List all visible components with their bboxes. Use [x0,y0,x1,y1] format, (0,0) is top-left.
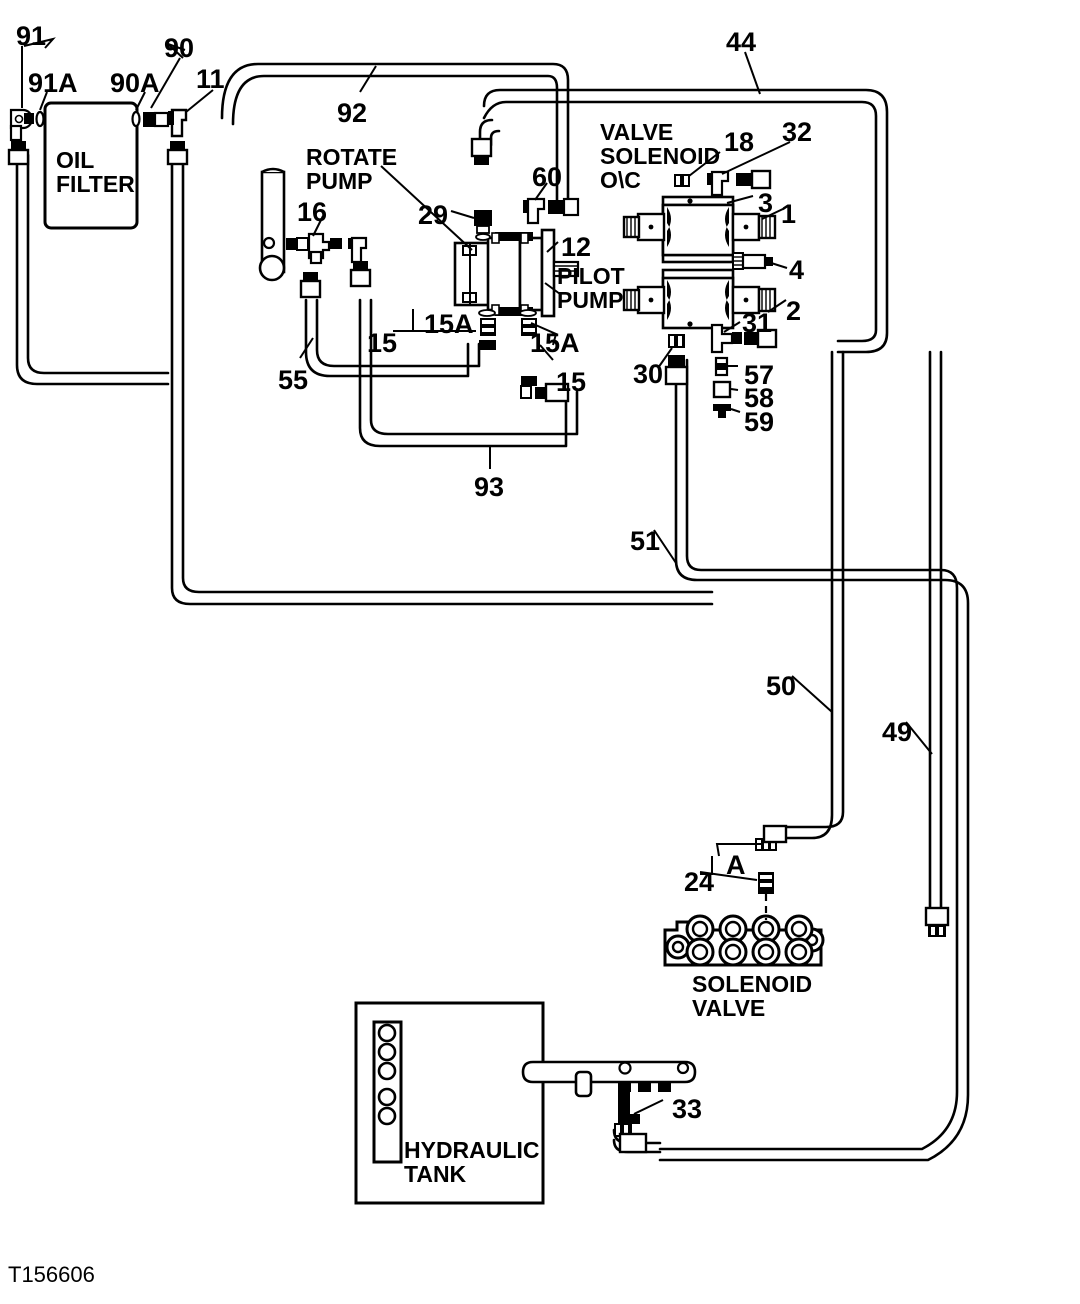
callout-91a: 91A [28,68,78,98]
hose-60-stub-inner [489,129,501,147]
fitting-16-tee [286,232,342,299]
callout-15: 15 [556,367,587,397]
drawing-number: T156606 [8,1262,95,1287]
callout-31: 31 [742,308,773,338]
hose-92-outer [220,62,570,207]
callout-30: 30 [633,359,664,389]
hose-55-inner [315,298,481,368]
callout-16: 16 [297,197,328,227]
tank-suction-manifold [521,1060,697,1154]
callout-55: 55 [278,365,309,395]
hose-50-outer [784,350,834,840]
callout-50: 50 [766,671,797,701]
hydraulic-tank-body [354,1001,545,1205]
callout-49: 49 [882,717,913,747]
callout-59: 59 [744,407,775,437]
hose-92-inner [231,74,559,207]
callout-29: 29 [418,200,449,230]
hose-11-outer [170,153,714,606]
callout-11: 11 [196,64,225,94]
callout-32: 32 [782,117,813,147]
hose-91-inner [26,153,170,375]
fitting-93-elbow [348,236,372,288]
rotate-pump-cylinder [258,167,286,282]
callout-a: A [726,850,746,880]
leader-lines [21,37,933,1115]
callout-3: 3 [758,188,774,218]
hose-51-inner [658,358,959,1151]
callout-44: 44 [726,27,757,57]
hose-44-outer [482,88,889,354]
callout-12: 12 [561,232,592,262]
callout-15: 15 [367,328,398,358]
pump-assembly-body [453,228,580,318]
callout-93: 93 [474,472,505,502]
fitting-60 [470,137,580,225]
hose-network [15,62,970,1162]
hose-60-stub-outer [478,118,494,147]
callout-4: 4 [789,255,805,285]
hose-50-inner [784,350,845,829]
callout-15a: 15A [530,328,580,358]
callout-24: 24 [684,867,715,897]
hose-93-outer [358,298,568,448]
callout-90: 90 [164,33,195,63]
hose-55-outer [304,298,470,378]
fittings-15-15a [478,309,570,403]
callout-18: 18 [724,127,755,157]
callout-15a: 15A [424,309,474,339]
callout-51: 51 [630,526,661,556]
callout-2: 2 [786,296,802,326]
callout-58: 58 [744,383,775,413]
fitting-29 [474,210,492,241]
callout-57: 57 [744,360,775,390]
hose-93-inner [369,298,579,436]
hose-51-outer [658,358,970,1162]
callout-33: 33 [672,1094,703,1124]
callout-91: 91 [16,21,47,51]
callout-1: 1 [781,199,797,229]
hose-91-outer [15,153,170,386]
oil-filter-fittings [7,108,189,166]
hose-11-inner [181,153,714,594]
solenoid-valve-manifold [663,824,950,967]
oil-filter-body [43,101,139,230]
callout-90a: 90A [110,68,160,98]
hose-44-inner [482,100,878,343]
callout-92: 92 [337,98,368,128]
valve-solenoid-block [622,169,778,418]
callout-60: 60 [532,162,563,192]
